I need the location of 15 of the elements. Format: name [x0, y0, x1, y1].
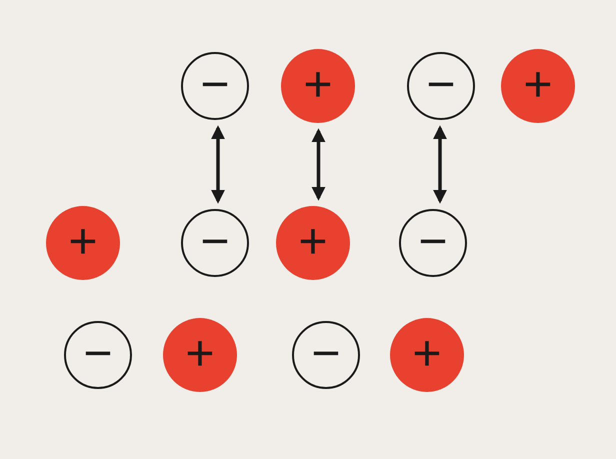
charge-sign: − [418, 216, 448, 266]
charge-sign: + [412, 328, 442, 378]
charge-sign: − [426, 59, 456, 109]
charge-sign: − [200, 216, 230, 266]
charge-sign: + [523, 59, 553, 109]
charge-sign: + [298, 216, 328, 266]
charge-sign: − [200, 59, 230, 109]
charge-sign: + [303, 59, 333, 109]
charge-sign: − [311, 328, 341, 378]
double-arrow [211, 125, 225, 204]
charge-sign: + [68, 216, 98, 266]
charge-sign: + [185, 328, 215, 378]
double-arrow [433, 125, 447, 204]
charge-sign: − [83, 328, 113, 378]
double-arrow [312, 128, 326, 201]
